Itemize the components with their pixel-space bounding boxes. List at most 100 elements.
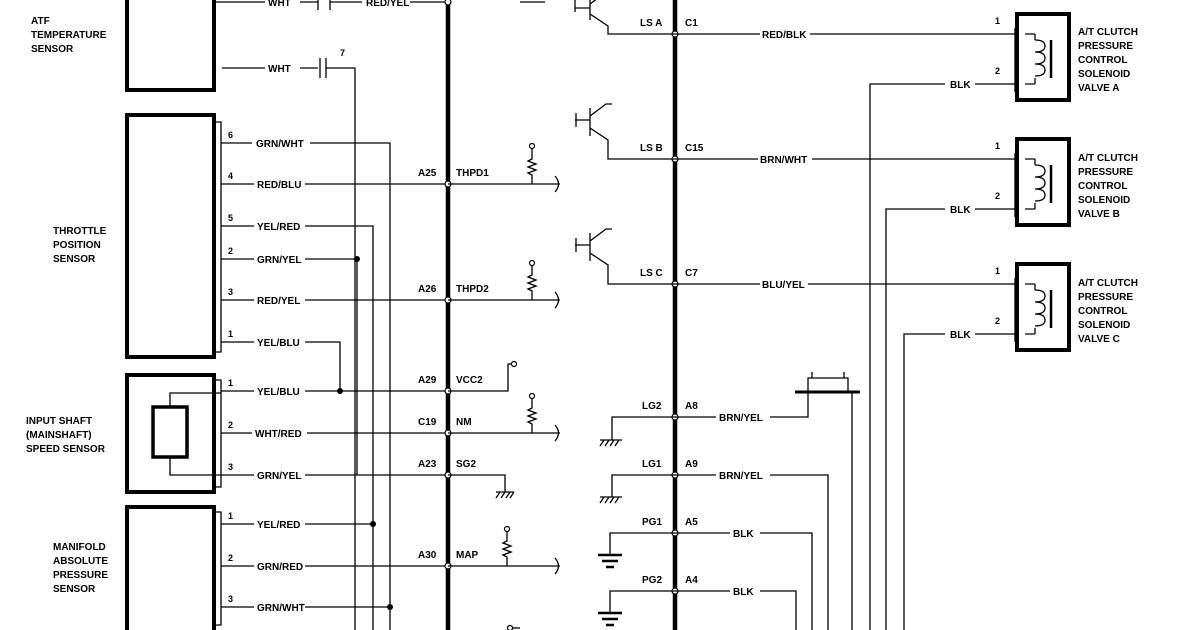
iss-wire-label: YEL/BLU <box>257 387 300 398</box>
ecm-output-terminal: A9 <box>685 459 698 470</box>
tps-wire-label: RED/BLU <box>257 180 301 191</box>
iss-wire-label: GRN/YEL <box>257 471 301 482</box>
atf-wire-3 <box>222 58 356 630</box>
solenoid-c-ground-wire <box>903 333 1015 630</box>
map-pin-number: 3 <box>228 594 233 604</box>
tps-wire-pin6 <box>221 142 391 630</box>
solenoid-b-ground-wire <box>885 208 1015 630</box>
solenoid-a-ground-wire <box>869 83 1015 630</box>
ecm-output-signal: PG2 <box>642 575 662 586</box>
lg1-wire <box>675 474 829 630</box>
ecm-output-signal: LS A <box>640 18 662 29</box>
transistor-drivers <box>574 0 675 285</box>
lg2-wire <box>675 404 809 418</box>
ecm-signal-label: MAP <box>456 550 479 561</box>
tps-pin-number: 5 <box>228 213 233 223</box>
tps-connector <box>214 121 222 353</box>
iss-coil-leads <box>169 392 221 476</box>
iss-pin-number: 3 <box>228 462 233 472</box>
atf-sensor-box <box>125 0 216 92</box>
map-wire-label: YEL/RED <box>257 520 300 531</box>
ecm-terminal-label: A25 <box>418 168 437 179</box>
ecm-signal-label: NM <box>456 417 472 428</box>
map-connector <box>214 511 222 626</box>
solenoid-pin-number: 1 <box>995 266 1000 276</box>
map-pin-number: 1 <box>228 511 233 521</box>
tps-wire-label: RED/YEL <box>257 296 300 307</box>
map-wire-label: GRN/WHT <box>257 603 305 614</box>
ecm-terminal-label: A23 <box>418 459 437 470</box>
output-wire-label: BLK <box>733 529 754 540</box>
iss-coil-symbol <box>151 405 189 459</box>
ecm-output-terminal: C1 <box>685 18 698 29</box>
ecm-internal-circuits <box>448 1 560 630</box>
solenoid-c-label: A/T CLUTCH PRESSURE CONTROL SOLENOID VAL… <box>1078 278 1141 345</box>
junction-dots <box>337 256 393 610</box>
tps-pin-number: 3 <box>228 287 233 297</box>
tps-wire-label: GRN/YEL <box>257 255 301 266</box>
tps-box <box>125 113 216 359</box>
solenoid-valve-c <box>1014 262 1071 352</box>
pg1-wire <box>675 532 813 630</box>
tps-wire-label: YEL/RED <box>257 222 300 233</box>
tps-pin-number: 2 <box>228 246 233 256</box>
map-sensor-label: MANIFOLD ABSOLUTE PRESSURE SENSOR <box>53 542 111 595</box>
solenoid-ground-label: BLK <box>950 80 971 91</box>
output-wire-label: BRN/WHT <box>760 155 807 166</box>
atf-wire-label: WHT <box>268 0 291 9</box>
ecm-signal-label: SG2 <box>456 459 476 470</box>
ecm-output-signal: LS B <box>640 143 663 154</box>
solenoid-pin-number: 2 <box>995 66 1000 76</box>
ecm-terminal-label: A30 <box>418 550 437 561</box>
solenoid-b-label: A/T CLUTCH PRESSURE CONTROL SOLENOID VAL… <box>1078 153 1141 220</box>
ground-bar-symbol <box>795 372 860 630</box>
iss-pin-number: 2 <box>228 420 233 430</box>
ecm-ground-symbols <box>598 416 675 627</box>
output-wire-label: BLU/YEL <box>762 280 805 291</box>
pg2-wire <box>675 590 797 630</box>
ecm-signal-label: THPD1 <box>456 168 489 179</box>
iss-pin-number: 1 <box>228 378 233 388</box>
ecm-output-signal: PG1 <box>642 517 662 528</box>
solenoid-pin-number: 1 <box>995 141 1000 151</box>
map-wire-label: GRN/RED <box>257 562 303 573</box>
map-pin-number: 2 <box>228 553 233 563</box>
atf-wire-top <box>214 0 319 10</box>
solenoid-valve-a <box>1014 12 1071 102</box>
output-wire-label: BRN/YEL <box>719 471 763 482</box>
ecm-output-terminal: C15 <box>685 143 704 154</box>
atf-wire-label: RED/YEL <box>366 0 409 9</box>
ecm-signal-label: THPD2 <box>456 284 489 295</box>
tps-wire-pin1 <box>221 341 341 391</box>
tps-pin-number: 6 <box>228 130 233 140</box>
input-shaft-sensor-box <box>125 373 216 494</box>
atf-pin-number: 7 <box>340 48 345 58</box>
tps-wire-label: YEL/BLU <box>257 338 300 349</box>
ecm-output-terminal: C7 <box>685 268 698 279</box>
ecm-output-terminal: A4 <box>685 575 698 586</box>
map-sensor-box <box>125 505 216 630</box>
iss-wire-label: WHT/RED <box>255 429 302 440</box>
ecm-output-signal: LS C <box>640 268 663 279</box>
tps-pin-number: 4 <box>228 171 233 181</box>
solenoid-pin-number: 2 <box>995 191 1000 201</box>
tps-label: THROTTLE POSITION SENSOR <box>53 226 109 265</box>
ecm-terminal-label: C19 <box>418 417 437 428</box>
ecm-signal-label: VCC2 <box>456 375 483 386</box>
ecm-output-terminal: A8 <box>685 401 698 412</box>
solenoid-pin-number: 1 <box>995 16 1000 26</box>
solenoid-valve-b <box>1014 137 1071 227</box>
ecm-output-signal: LG2 <box>642 401 662 412</box>
ecm-terminal-label: A29 <box>418 375 437 386</box>
ecm-terminal-label: A26 <box>418 284 437 295</box>
tps-wire-label: GRN/WHT <box>256 139 304 150</box>
ecm-output-signal: LG1 <box>642 459 662 470</box>
atf-sensor-label: ATF TEMPERATURE SENSOR <box>31 16 109 55</box>
solenoid-ground-label: BLK <box>950 205 971 216</box>
tps-wire-pin5 <box>221 225 374 630</box>
input-shaft-sensor-label: INPUT SHAFT (MAINSHAFT) SPEED SENSOR <box>26 416 106 455</box>
solenoid-pin-number: 2 <box>995 316 1000 326</box>
output-wire-label: BLK <box>733 587 754 598</box>
ecm-output-terminal: A5 <box>685 517 698 528</box>
